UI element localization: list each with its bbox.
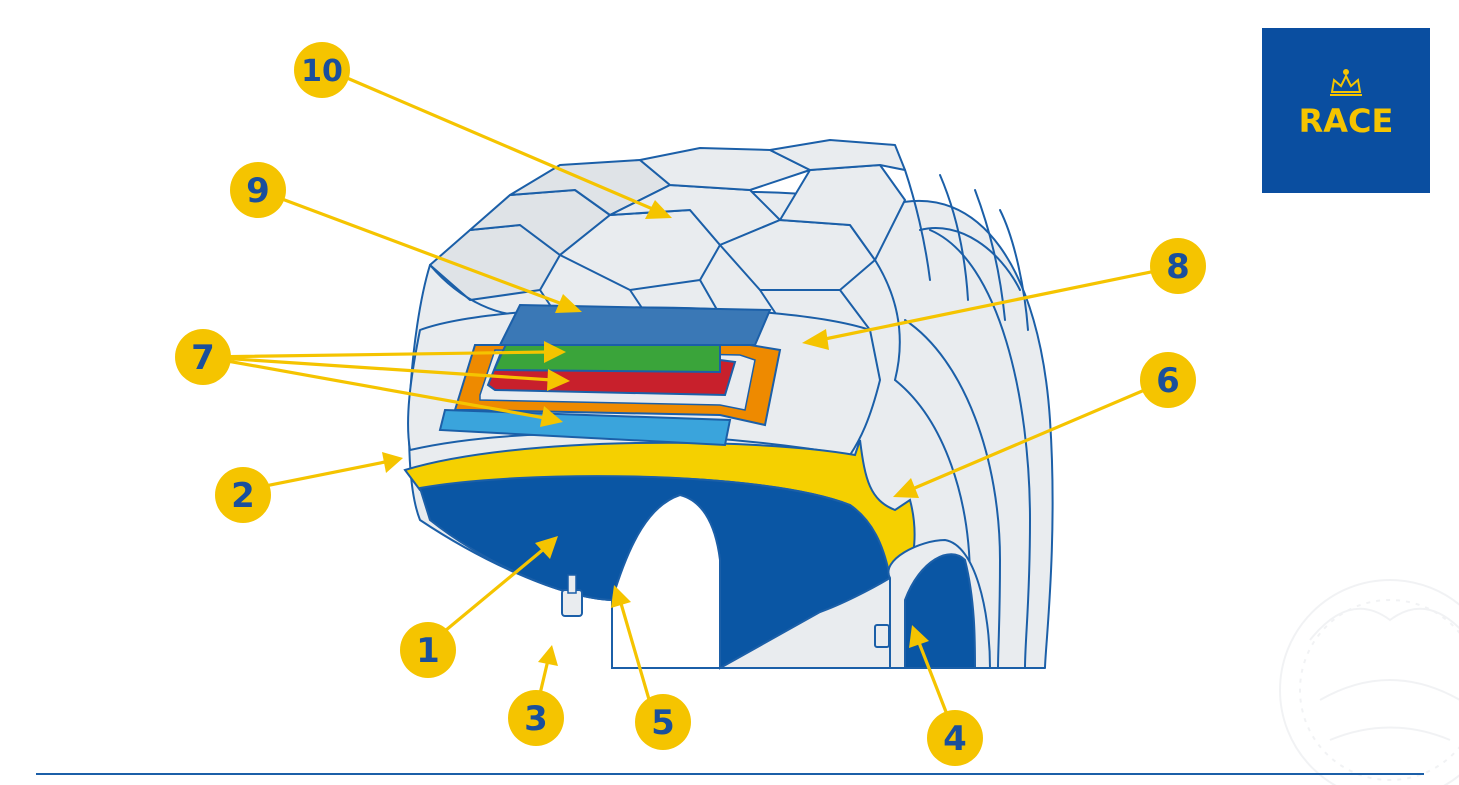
label-badge-5: 5	[635, 694, 691, 750]
watermark-crest-icon	[1279, 579, 1459, 785]
label-badge-2: 2	[215, 467, 271, 523]
label-badge-10: 10	[294, 42, 350, 98]
label-10-text: 10	[301, 54, 343, 89]
label-7-text: 7	[191, 338, 215, 378]
label-badge-9: 9	[230, 162, 286, 218]
layer-top-blue	[498, 303, 772, 346]
inner-liner	[418, 475, 892, 670]
label-2-text: 2	[231, 476, 255, 516]
label-6-text: 6	[1156, 361, 1180, 401]
label-badge-8: 8	[1150, 238, 1206, 294]
belt-layers	[438, 303, 782, 447]
crown-icon	[1330, 69, 1362, 96]
label-badge-4: 4	[927, 710, 983, 766]
valve-stem	[561, 589, 583, 617]
label-badge-7: 7	[175, 329, 231, 385]
label-8-text: 8	[1166, 247, 1190, 287]
label-9-text: 9	[246, 171, 270, 211]
race-logo: RACE	[1262, 28, 1430, 193]
label-badge-3: 3	[508, 690, 564, 746]
logo-text: RACE	[1299, 102, 1394, 140]
layer-light-blue	[438, 408, 732, 447]
label-4-text: 4	[943, 719, 967, 759]
label-5-text: 5	[651, 703, 675, 743]
label-badge-1: 1	[400, 622, 456, 678]
label-1-text: 1	[416, 631, 440, 671]
label-3-text: 3	[524, 699, 548, 739]
label-badge-6: 6	[1140, 352, 1196, 408]
